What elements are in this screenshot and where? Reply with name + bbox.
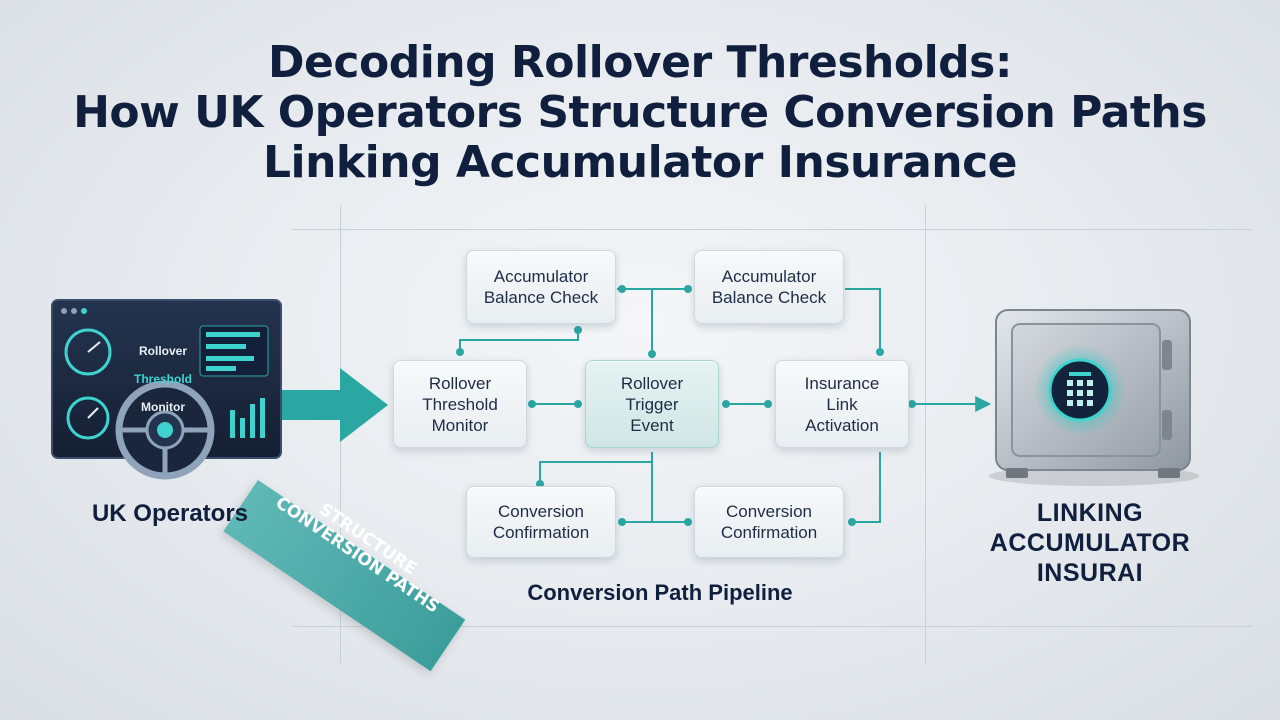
steering-wheel-icon: [115, 380, 215, 480]
guide-line-horizontal-bottom: [292, 626, 1252, 627]
dashboard-line-1: Rollover: [138, 344, 187, 358]
node-confirmation-right: Conversion Confirmation: [694, 486, 844, 558]
node-threshold-monitor: Rollover Threshold Monitor: [393, 360, 527, 448]
node-insurance-activation: Insurance Link Activation: [775, 360, 909, 448]
flow-arrow-large: [282, 368, 388, 442]
page-title: Decoding Rollover Thresholds: How UK Ope…: [0, 38, 1280, 188]
safe-vault-icon: [989, 309, 1199, 486]
title-line-3: Linking Accumulator Insurance: [262, 137, 1018, 188]
dashboard-line-3: Monitor: [141, 400, 185, 414]
pipeline-label: Conversion Path Pipeline: [527, 580, 793, 605]
uk-operators-label: UK Operators: [91, 500, 249, 527]
guide-line-horizontal-top: [292, 229, 1252, 230]
node-trigger-event: Rollover Trigger Event: [585, 360, 719, 448]
guide-line-vertical-right: [925, 205, 926, 665]
linking-insurance-label: LINKING ACCUMULATOR INSURAI: [989, 499, 1191, 587]
dashboard-line-2: Threshold: [133, 372, 192, 386]
keypad-icon: [1067, 372, 1093, 406]
node-confirmation-left: Conversion Confirmation: [466, 486, 616, 558]
dashboard-monitor-icon: [51, 299, 282, 459]
node-balance-check-right: Accumulator Balance Check: [694, 250, 844, 324]
node-balance-check-left: Accumulator Balance Check: [466, 250, 616, 324]
title-line-2: How UK Operators Structure Conversion Pa…: [73, 87, 1207, 138]
title-line-1: Decoding Rollover Thresholds:: [268, 37, 1012, 88]
dashboard-screen-label: Rollover Threshold Monitor: [118, 330, 208, 428]
pipeline-connectors: [459, 288, 992, 523]
